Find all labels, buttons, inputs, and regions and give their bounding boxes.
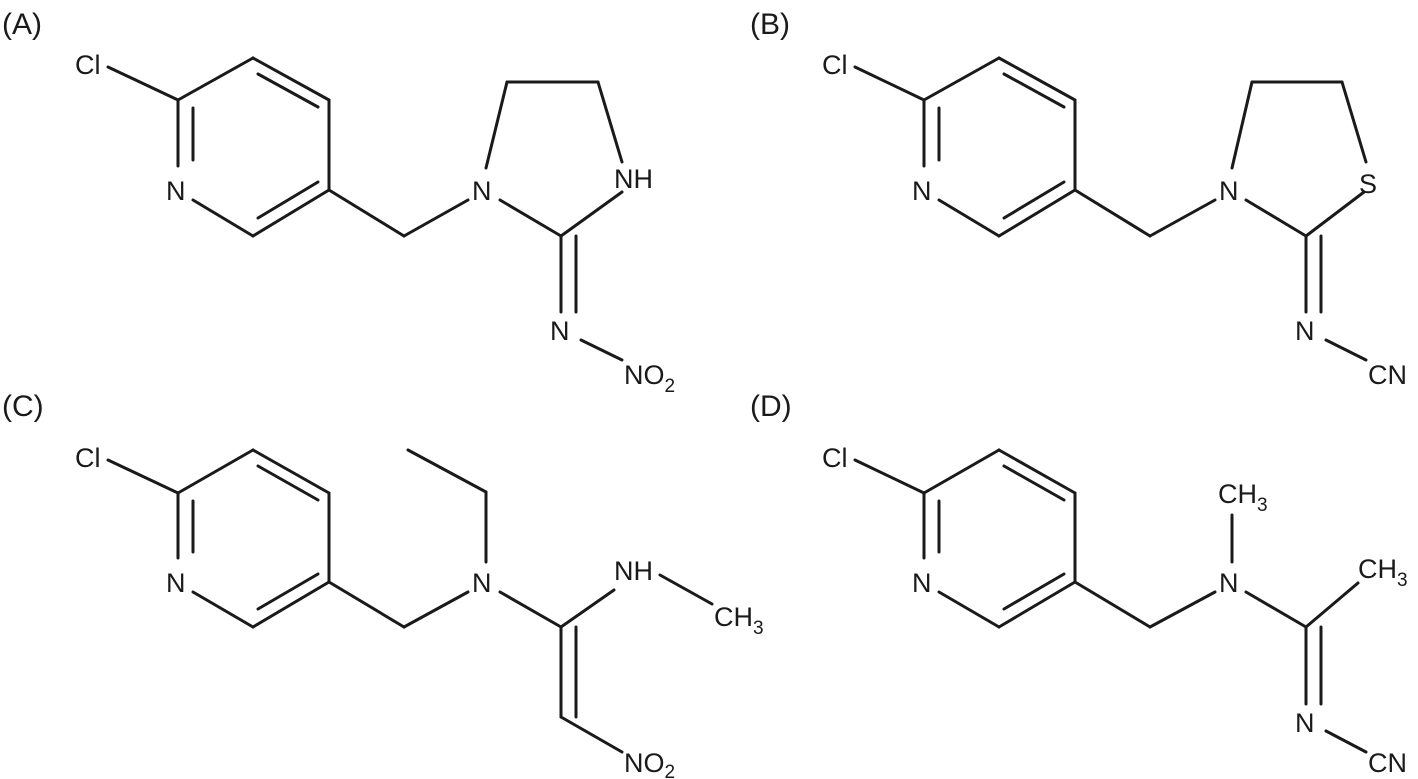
- panel-a-label: (A): [2, 8, 42, 41]
- panel-b-bonds: [853, 56, 1368, 362]
- panel-c-label: (C): [2, 390, 44, 423]
- panel-b-atom-n3: N: [1219, 176, 1239, 206]
- panel-b-atom-n-pyridine: N: [912, 176, 932, 206]
- panel-c-atom-nh: NH: [614, 556, 653, 586]
- panel-c-atom-n-pyridine: N: [166, 568, 186, 598]
- panel-d: (D) Cl N N CH: [750, 390, 1408, 778]
- panel-b-atom-s: S: [1359, 169, 1377, 199]
- panel-a-atom-n-imine: N: [550, 316, 570, 346]
- panel-c-atom-no2: NO2: [624, 748, 675, 779]
- panel-a-atom-cl: Cl: [75, 50, 101, 80]
- panel-c-atom-cl: Cl: [75, 443, 101, 473]
- panel-a-atom-n1: N: [472, 176, 492, 206]
- panel-a-bonds: [106, 56, 624, 362]
- panel-b-atom-n-imine: N: [1295, 316, 1315, 346]
- panel-c-atom-n-amine: N: [472, 568, 492, 598]
- panel-d-bonds: [853, 448, 1368, 754]
- panel-d-atom-n-imine: N: [1295, 708, 1315, 738]
- panel-b-atom-cn: CN: [1368, 360, 1407, 390]
- panel-b-atom-cl: Cl: [822, 50, 848, 80]
- panel-d-atom-ch3-top: CH3: [1218, 479, 1268, 516]
- panel-b-label: (B): [750, 8, 790, 41]
- panel-a-atom-nh: NH: [614, 164, 653, 194]
- panel-d-atom-cl: Cl: [822, 443, 848, 473]
- panel-d-atom-n-amine: N: [1219, 568, 1239, 598]
- panel-d-atom-cn: CN: [1368, 748, 1407, 778]
- panel-a-atom-n-pyridine: N: [166, 176, 186, 206]
- panel-c-bonds: [106, 448, 714, 754]
- panel-c-atom-ch3: CH3: [714, 602, 764, 639]
- panel-a: (A): [2, 8, 675, 397]
- panel-d-atom-n-pyridine: N: [912, 568, 932, 598]
- panel-d-atom-ch3-right: CH3: [1358, 554, 1408, 591]
- panel-d-label: (D): [750, 390, 792, 423]
- panel-a-atom-no2: NO2: [624, 360, 675, 397]
- panel-b: (B) Cl N N S: [750, 8, 1407, 390]
- panel-c: (C): [2, 390, 764, 779]
